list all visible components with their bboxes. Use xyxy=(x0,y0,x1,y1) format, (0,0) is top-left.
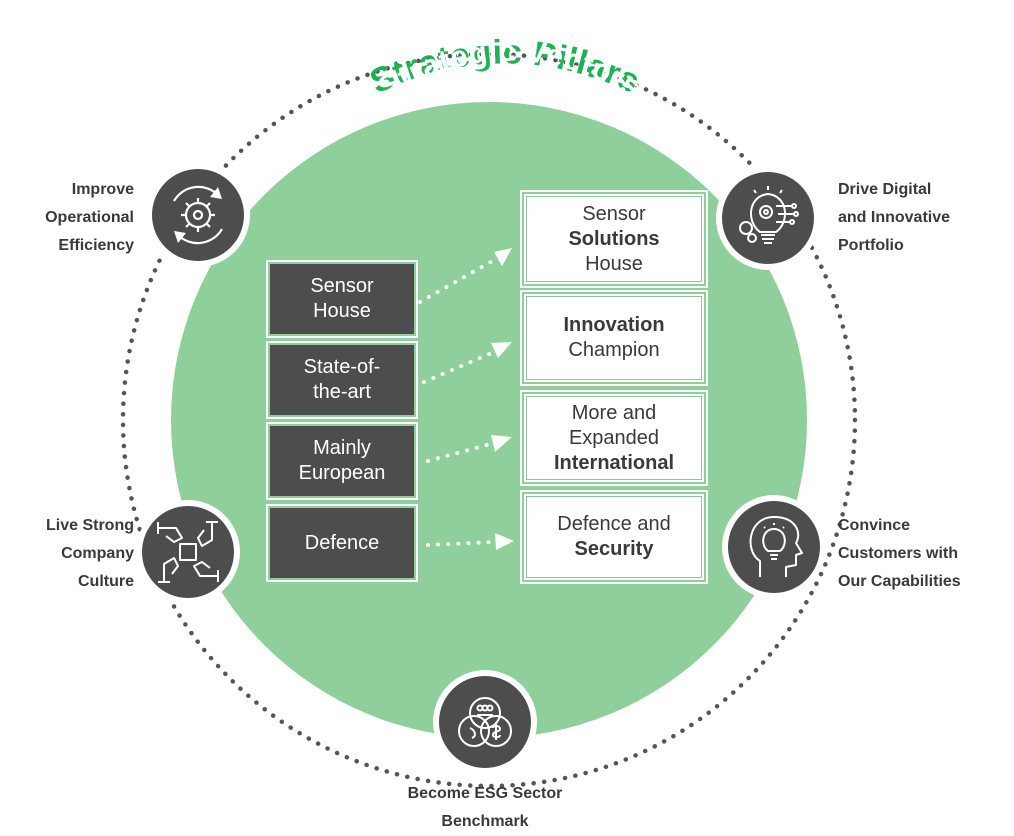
pillar-label-operational: Improve Operational Efficiency xyxy=(0,176,134,260)
pillars-dotted-ring xyxy=(120,51,858,789)
arrow-4 xyxy=(426,533,514,550)
pillar-line: Live Strong xyxy=(45,517,134,534)
vector-from-line: Sensor xyxy=(310,275,374,297)
pillar-label-culture: Live Strong Company Culture xyxy=(0,512,134,596)
vector-to-line: More and xyxy=(571,401,657,424)
esg-venn-icon xyxy=(433,670,537,774)
pillar-line: Benchmark xyxy=(441,813,529,830)
vector-from-line: Mainly xyxy=(313,437,371,459)
pillar-line: and Innovative xyxy=(838,209,951,226)
vector-to-line: International xyxy=(553,451,674,474)
arrow-3 xyxy=(426,435,512,463)
vector-to-international: More and Expanded International xyxy=(520,390,708,486)
vector-from-line: European xyxy=(298,462,386,484)
pillar-line: Company xyxy=(61,545,134,562)
vector-from-line: House xyxy=(313,300,371,322)
gear-cycle-icon xyxy=(146,163,250,267)
vector-to-line: Champion xyxy=(568,339,660,361)
pillar-line: Portfolio xyxy=(838,237,904,254)
vector-to-line: House xyxy=(585,252,643,275)
vector-to-line: Solutions xyxy=(568,227,660,250)
vector-from-sensor-house: Sensor House xyxy=(266,260,418,338)
pillar-line: Improve xyxy=(71,181,134,198)
lightbulb-gears-icon xyxy=(716,166,820,270)
pillar-line: Efficiency xyxy=(58,237,134,254)
arrow-2 xyxy=(422,342,512,384)
pillar-label-digital: Drive Digital and Innovative Portfolio xyxy=(838,176,1008,260)
vector-from-line: the-art xyxy=(313,381,371,403)
vector-to-line: Expanded xyxy=(568,426,660,449)
vector-from-defence: Defence xyxy=(266,504,418,582)
joined-hands-icon xyxy=(136,500,240,604)
vector-from-line: Defence xyxy=(304,531,380,554)
vector-to-sensor-solutions-house: Sensor Solutions House xyxy=(520,190,708,288)
vector-to-line: Security xyxy=(574,538,654,560)
vector-from-state-of-the-art: State-of- the-art xyxy=(266,341,418,419)
vector-to-line: Sensor xyxy=(582,202,646,225)
arrow-1 xyxy=(418,248,512,304)
vector-from-line: State-of- xyxy=(303,356,381,378)
vector-to-line: Defence and xyxy=(557,513,671,535)
vector-to-innovation-champion: Innovation Champion xyxy=(520,290,708,386)
pillar-line: Culture xyxy=(78,573,134,590)
vector-to-defence-and-security: Defence and Security xyxy=(520,490,708,584)
pillar-line: Convince xyxy=(838,517,911,534)
pillar-line: Drive Digital xyxy=(838,181,932,198)
vectors-circle xyxy=(171,102,807,738)
pillar-line: Our Capabilities xyxy=(838,573,961,590)
pillar-line: Operational xyxy=(45,209,134,226)
pillar-label-esg: Become ESG Sector Benchmark xyxy=(385,780,585,836)
vector-to-line: Innovation xyxy=(563,314,665,336)
pillar-line: Become ESG Sector xyxy=(407,785,563,802)
pillar-label-customers: Convince Customers with Our Capabilities xyxy=(838,512,1012,596)
pillar-line: Customers with xyxy=(838,545,959,562)
head-lightbulb-icon xyxy=(722,495,826,599)
vector-from-mainly-european: Mainly European xyxy=(266,422,418,500)
vector-arrows xyxy=(418,248,514,550)
pillar-icons xyxy=(136,163,826,774)
